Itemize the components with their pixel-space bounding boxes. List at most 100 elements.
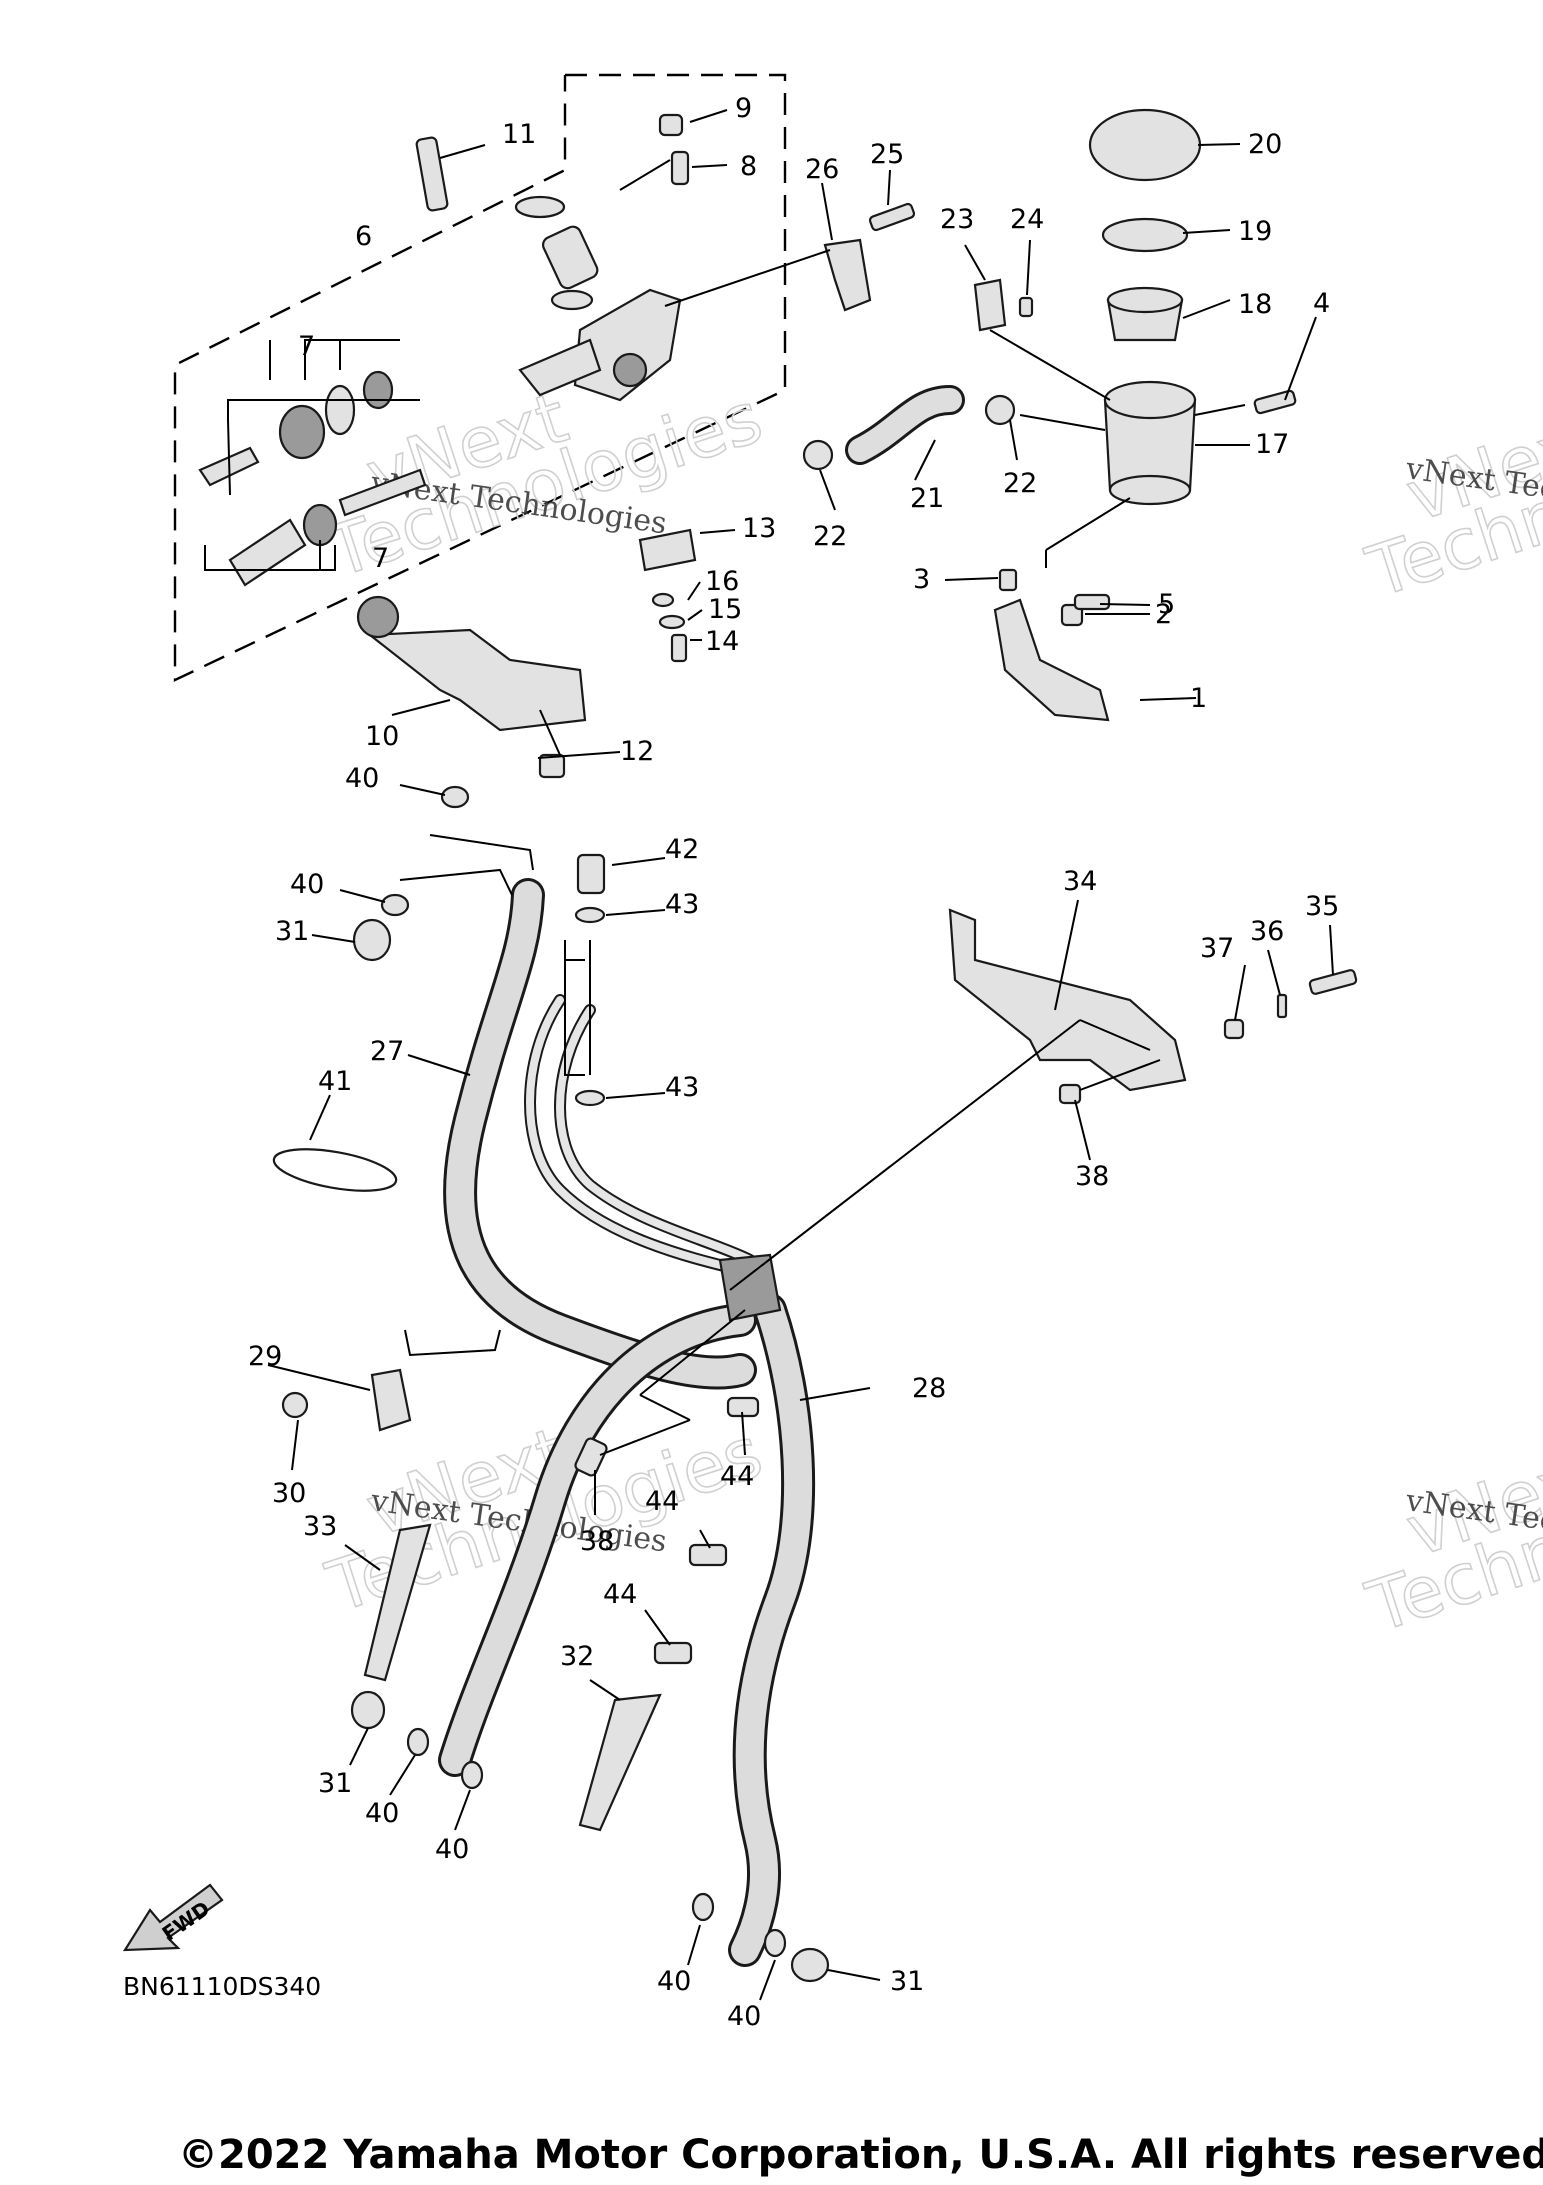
fwd-arrow: FWD: [122, 1883, 224, 1952]
callout-7-upper: 7: [298, 331, 315, 362]
callout-15: 15: [708, 594, 742, 625]
callout-31-upper: 31: [275, 916, 309, 947]
washer-16: [651, 592, 675, 608]
callout-34: 34: [1063, 866, 1097, 897]
callout-30: 30: [272, 1478, 306, 1509]
nut-3: [998, 568, 1018, 592]
seal-ring: [550, 289, 594, 311]
callout-23: 23: [940, 204, 974, 235]
callout-44-c: 44: [603, 1579, 637, 1610]
callout-14: 14: [705, 626, 739, 657]
piston-cup: [278, 404, 326, 460]
callout-8: 8: [740, 151, 757, 182]
callout-31-lower-right: 31: [890, 1966, 924, 1997]
gasket-40-c: [406, 1727, 430, 1757]
callout-33: 33: [303, 1511, 337, 1542]
callout-40-f: 40: [727, 2001, 761, 2032]
callout-40-b: 40: [290, 869, 324, 900]
hose-band-41: [272, 1148, 398, 1192]
callout-13: 13: [742, 513, 776, 544]
collar-2: [1060, 603, 1084, 627]
callout-28: 28: [912, 1373, 946, 1404]
bolt-35: [1308, 969, 1358, 995]
callout-16: 16: [705, 566, 739, 597]
callout-44-b: 44: [645, 1486, 679, 1517]
diaphragm-19: [1101, 217, 1189, 253]
callout-4: 4: [1313, 288, 1330, 319]
callout-38-center: 38: [580, 1526, 614, 1557]
watermark-group: vNext Technologies vNext Technologies vN…: [317, 375, 1543, 1649]
hose-clip-44-b: [688, 1543, 728, 1567]
brake-hose-28: [731, 1296, 813, 1964]
hose-holder-29: [370, 1368, 412, 1432]
callout-6: 6: [355, 221, 372, 252]
piston-seal: [324, 384, 356, 436]
collar-38-b: [1058, 1083, 1082, 1105]
brake-pipe-a: [526, 996, 744, 1274]
bolt-4: [1253, 389, 1297, 415]
callout-27: 27: [370, 1036, 404, 1067]
bolt-38-a: [574, 1437, 608, 1477]
lever-holder-10: [367, 628, 587, 732]
gasket-40-a: [440, 785, 470, 809]
gasket-43-a: [574, 906, 606, 924]
callout-26: 26: [805, 154, 839, 185]
hose-clip-44-c: [653, 1641, 693, 1665]
bracket-23: [973, 278, 1007, 332]
leader-lines: [204, 109, 1334, 2001]
union-bolt-31-a: [352, 918, 392, 962]
gasket-43-b: [574, 1089, 606, 1107]
callout-31-lower-left: 31: [318, 1768, 352, 1799]
master-cylinder-port: [612, 352, 648, 388]
union-bolt-42: [576, 853, 606, 895]
callout-40-a: 40: [345, 763, 379, 794]
callout-17: 17: [1255, 429, 1289, 460]
joint-block: [718, 1253, 782, 1322]
piston-assembly: [228, 518, 307, 587]
callout-24: 24: [1010, 204, 1044, 235]
callout-42: 42: [665, 834, 699, 865]
callout-35: 35: [1305, 891, 1339, 922]
callout-29: 29: [248, 1341, 282, 1372]
fwd-arrow-icon: [122, 1883, 224, 1952]
callout-36: 36: [1250, 916, 1284, 947]
bleed-screw-8: [670, 150, 690, 186]
callout-43-upper: 43: [665, 889, 699, 920]
washer: [514, 195, 566, 219]
union-bolt-31-c: [790, 1947, 830, 1983]
bolt-30: [281, 1391, 309, 1419]
hose-clip-22-a: [802, 439, 834, 471]
callout-21: 21: [910, 483, 944, 514]
reservoir-bottom: [1108, 474, 1192, 506]
callout-43-lower: 43: [665, 1072, 699, 1103]
screw-24: [1018, 296, 1034, 318]
piston-cap: [302, 503, 338, 547]
master-cylinder-barrel: [518, 338, 602, 397]
callout-44-a: 44: [720, 1461, 754, 1492]
lever-knob: [356, 595, 400, 639]
callout-18: 18: [1238, 289, 1272, 320]
callout-40-d: 40: [435, 1834, 469, 1865]
callout-40-e: 40: [657, 1966, 691, 1997]
callout-38-right: 38: [1075, 1161, 1109, 1192]
callout-22-right: 22: [1003, 468, 1037, 499]
reservoir-top: [1103, 380, 1197, 420]
gasket-40-e: [691, 1892, 715, 1922]
stay-33: [363, 1523, 432, 1682]
bracket-1: [993, 598, 1110, 722]
callout-9: 9: [735, 93, 752, 124]
callout-41: 41: [318, 1066, 352, 1097]
clamp-26: [823, 238, 872, 312]
reservoir-hose-21: [848, 388, 962, 462]
callout-32: 32: [560, 1641, 594, 1672]
callout-11: 11: [502, 119, 536, 150]
callout-20: 20: [1248, 129, 1282, 160]
callout-40-c: 40: [365, 1798, 399, 1829]
reservoir-cap-20: [1088, 108, 1202, 182]
callout-19: 19: [1238, 216, 1272, 247]
push-rod: [338, 468, 427, 517]
callout-22-left: 22: [813, 521, 847, 552]
cap-9: [658, 113, 684, 137]
gasket-40-b: [380, 893, 410, 917]
